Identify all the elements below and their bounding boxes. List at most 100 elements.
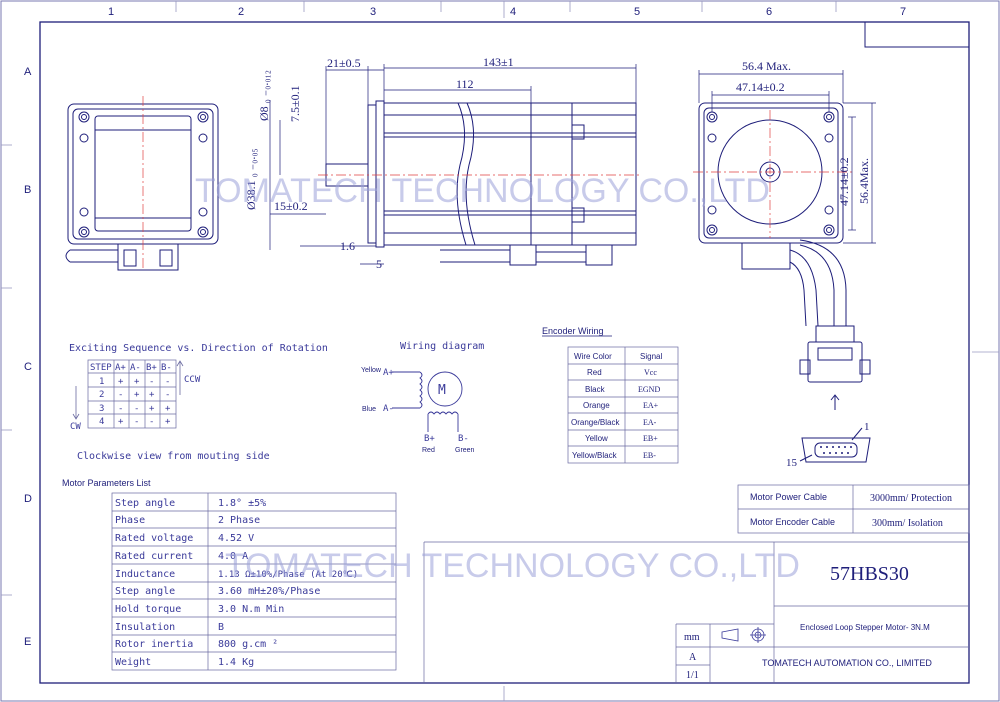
table-header: B- bbox=[161, 363, 172, 373]
dim-total-length: 143±1 bbox=[483, 55, 514, 69]
connector-pin-15-label: 15 bbox=[786, 457, 798, 469]
table-cell: + bbox=[118, 377, 124, 387]
sheet-size: A bbox=[689, 652, 697, 663]
dimension-lines bbox=[269, 64, 637, 265]
wire-red-label: Red bbox=[422, 447, 435, 454]
dim-hole-spacing-vertical: 47.14±0.2 bbox=[837, 157, 851, 206]
dim-shaft-height: 7.5±0.1 bbox=[288, 85, 302, 122]
column-label: 3 bbox=[370, 6, 376, 18]
table-header: B+ bbox=[146, 363, 157, 373]
cw-label: CW bbox=[70, 422, 81, 432]
param-name: Inductance bbox=[115, 569, 175, 580]
encoder-wiring-table bbox=[567, 346, 679, 464]
table-cell: - bbox=[165, 390, 170, 400]
power-cable-value: 3000mm/ Protection bbox=[870, 493, 952, 504]
param-value: 4.0 A bbox=[218, 551, 248, 562]
table-cell: EA- bbox=[643, 418, 657, 427]
table-cell: 3 bbox=[99, 404, 104, 414]
table-cell: - bbox=[165, 377, 170, 387]
param-value: 3.60 mH±20%/Phase bbox=[218, 586, 320, 597]
wire-blue-label: Blue bbox=[362, 406, 376, 413]
table-header: A- bbox=[130, 363, 141, 373]
table-cell: + bbox=[149, 404, 155, 414]
table-cell: Orange bbox=[583, 401, 610, 410]
exciting-sequence-title: Exciting Sequence vs. Direction of Rotat… bbox=[69, 343, 328, 354]
table-cell: - bbox=[134, 404, 139, 414]
column-label: 1 bbox=[108, 6, 114, 18]
table-cell: 2 bbox=[99, 390, 104, 400]
param-value: 2 Phase bbox=[218, 515, 260, 526]
row-label: D bbox=[24, 493, 32, 505]
param-value: 1.13 Ω±10%/Phase (At 20℃) bbox=[218, 570, 358, 580]
row-label: B bbox=[24, 184, 31, 196]
phase-b-minus-label: B- bbox=[458, 434, 469, 444]
title-block bbox=[423, 541, 969, 683]
column-label: 6 bbox=[766, 6, 772, 18]
ccw-label: CCW bbox=[184, 375, 201, 385]
company-name: TOMATECH AUTOMATION CO., LIMITED bbox=[762, 658, 932, 668]
table-cell: - bbox=[118, 390, 123, 400]
svg-text:Ø8 ₀ ₋₀.₀₁₂: Ø8 ₀ ₋₀.₀₁₂ bbox=[257, 70, 271, 121]
watermark-lower: TOMATECH TECHNOLOGY CO.,LTD bbox=[225, 547, 800, 585]
param-name: Phase bbox=[115, 515, 145, 526]
table-cell: EB+ bbox=[643, 434, 658, 443]
column-label: 2 bbox=[238, 6, 244, 18]
table-cell: EB- bbox=[643, 451, 656, 460]
column-label: 5 bbox=[634, 6, 640, 18]
table-cell: 1 bbox=[99, 377, 104, 387]
phase-b-plus-label: B+ bbox=[424, 434, 435, 444]
column-label: 7 bbox=[900, 6, 906, 18]
row-label: C bbox=[24, 361, 32, 373]
table-header: Signal bbox=[640, 352, 662, 361]
table-cell: - bbox=[149, 417, 154, 427]
table-cell: EGND bbox=[638, 385, 660, 394]
table-cell: Vcc bbox=[644, 368, 657, 377]
table-cell: + bbox=[134, 390, 140, 400]
encoder-wiring-title: Encoder Wiring bbox=[542, 326, 604, 336]
table-cell: Yellow bbox=[585, 434, 608, 443]
watermark-upper: TOMATECH TECHNOLOGY CO.,LTD bbox=[195, 172, 770, 210]
table-header: A+ bbox=[115, 363, 126, 373]
table-cell: EA+ bbox=[643, 401, 659, 410]
table-cell: Red bbox=[587, 368, 602, 377]
power-cable-label: Motor Power Cable bbox=[750, 492, 827, 502]
motor-parameters-title: Motor Parameters List bbox=[62, 478, 151, 488]
column-label: 4 bbox=[510, 6, 516, 18]
rotation-arrows bbox=[72, 360, 184, 420]
param-value: 1.8° ±5% bbox=[218, 498, 266, 509]
unit-label: mm bbox=[684, 632, 700, 643]
cable-spec-table bbox=[737, 484, 970, 534]
table-cell: Yellow/Black bbox=[572, 451, 618, 460]
connector-pin-1-label: 1 bbox=[864, 421, 870, 433]
dim-boss-thickness: 5 bbox=[376, 257, 382, 271]
dim-shaft-length: 21±0.5 bbox=[327, 56, 361, 70]
table-cell: 4 bbox=[99, 417, 104, 427]
model-number: 57HBS30 bbox=[830, 563, 909, 585]
table-cell: - bbox=[149, 377, 154, 387]
dim-flange-thickness: 1.6 bbox=[340, 239, 355, 253]
wiring-schematic bbox=[392, 371, 463, 432]
param-name: Rated voltage bbox=[115, 533, 193, 544]
motor-parameters-table bbox=[111, 492, 397, 671]
table-cell: + bbox=[165, 404, 171, 414]
exciting-caption: Clockwise view from mouting side bbox=[77, 451, 270, 462]
table-cell: Black bbox=[585, 385, 606, 394]
db15-connector-icon bbox=[799, 427, 871, 463]
table-cell: + bbox=[118, 417, 124, 427]
param-value: 4.52 V bbox=[218, 533, 254, 544]
param-name: Weight bbox=[115, 657, 151, 668]
wiring-diagram-title: Wiring diagram bbox=[400, 341, 484, 352]
param-name: Insulation bbox=[115, 622, 175, 633]
table-header: Wire Color bbox=[574, 352, 612, 361]
wire-yellow-label: Yellow bbox=[361, 367, 382, 374]
motor-rear-view bbox=[65, 96, 219, 271]
wire-green-label: Green bbox=[455, 447, 475, 454]
encoder-cable-label: Motor Encoder Cable bbox=[750, 517, 835, 527]
row-label: E bbox=[24, 636, 31, 648]
param-name: Rotor inertia bbox=[115, 639, 193, 650]
param-value: B bbox=[218, 622, 224, 633]
param-name: Rated current bbox=[115, 551, 193, 562]
motor-front-view bbox=[693, 102, 871, 410]
